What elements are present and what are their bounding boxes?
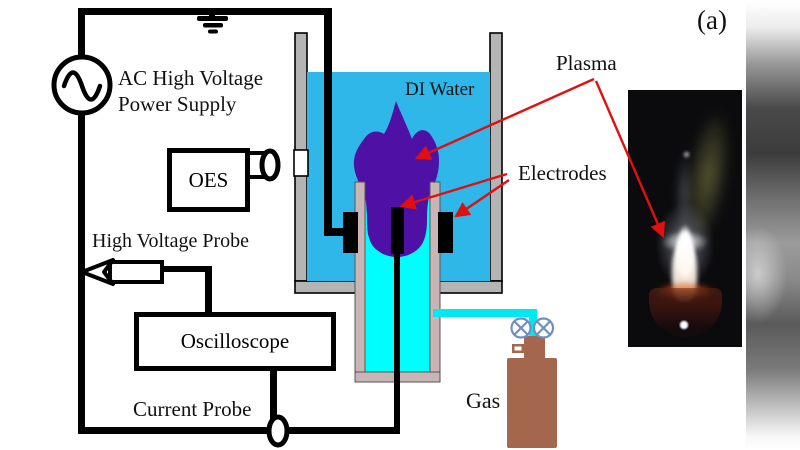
- electrode-left-block: [343, 212, 358, 253]
- probe-wire-v: [205, 266, 212, 314]
- ac-source-icon: [51, 54, 113, 116]
- osc-current-wire: [270, 371, 277, 423]
- vessel-right-wall: [489, 32, 503, 282]
- center-electrode-stem: [394, 254, 400, 430]
- current-probe-label: Current Probe: [133, 397, 252, 421]
- gas-line-vertical: [529, 309, 537, 343]
- oes-label: OES: [188, 167, 229, 192]
- bottom-wire: [78, 427, 400, 434]
- top-wire: [78, 8, 331, 15]
- current-probe-icon: [266, 414, 290, 448]
- electrode-right-block: [438, 212, 453, 253]
- right-blur-band: [746, 0, 800, 450]
- oscilloscope-box: Oscilloscope: [134, 312, 336, 371]
- gas-line-horizontal: [433, 309, 537, 317]
- left-wire: [78, 8, 85, 434]
- probe-wire-h: [162, 266, 210, 272]
- panel-label: (a): [697, 5, 727, 35]
- oes-box: OES: [167, 148, 250, 212]
- di-water-label: DI Water: [405, 79, 475, 100]
- plasma-photo: [628, 90, 742, 347]
- optical-window-icon: [293, 149, 309, 177]
- photo-faint-dot: [682, 150, 691, 159]
- hv-probe-label: High Voltage Probe: [92, 230, 250, 252]
- plasma-label: Plasma: [556, 51, 617, 75]
- center-electrode-rod: [391, 207, 404, 254]
- gas-valve-icon: [532, 317, 555, 339]
- oes-lens-icon: [246, 148, 281, 182]
- gas-valve-icon: [510, 317, 532, 339]
- oscilloscope-label: Oscilloscope: [180, 329, 290, 353]
- ground-icon: [197, 8, 228, 34]
- electrodes-label: Electrodes: [518, 161, 607, 185]
- hv-feed-step: [324, 228, 348, 236]
- power-supply-label: AC High Voltage Power Supply: [118, 66, 264, 116]
- gas-label: Gas: [466, 388, 501, 413]
- hv-feed-wire: [324, 8, 332, 232]
- circuit-wires: [78, 8, 453, 434]
- gas-cylinder-body: [507, 358, 557, 448]
- photo-bright-dot: [679, 320, 689, 330]
- hv-probe-icon: [80, 258, 164, 286]
- gas-cylinder-neck: [524, 336, 545, 361]
- gas-outlet-slot: [514, 346, 522, 351]
